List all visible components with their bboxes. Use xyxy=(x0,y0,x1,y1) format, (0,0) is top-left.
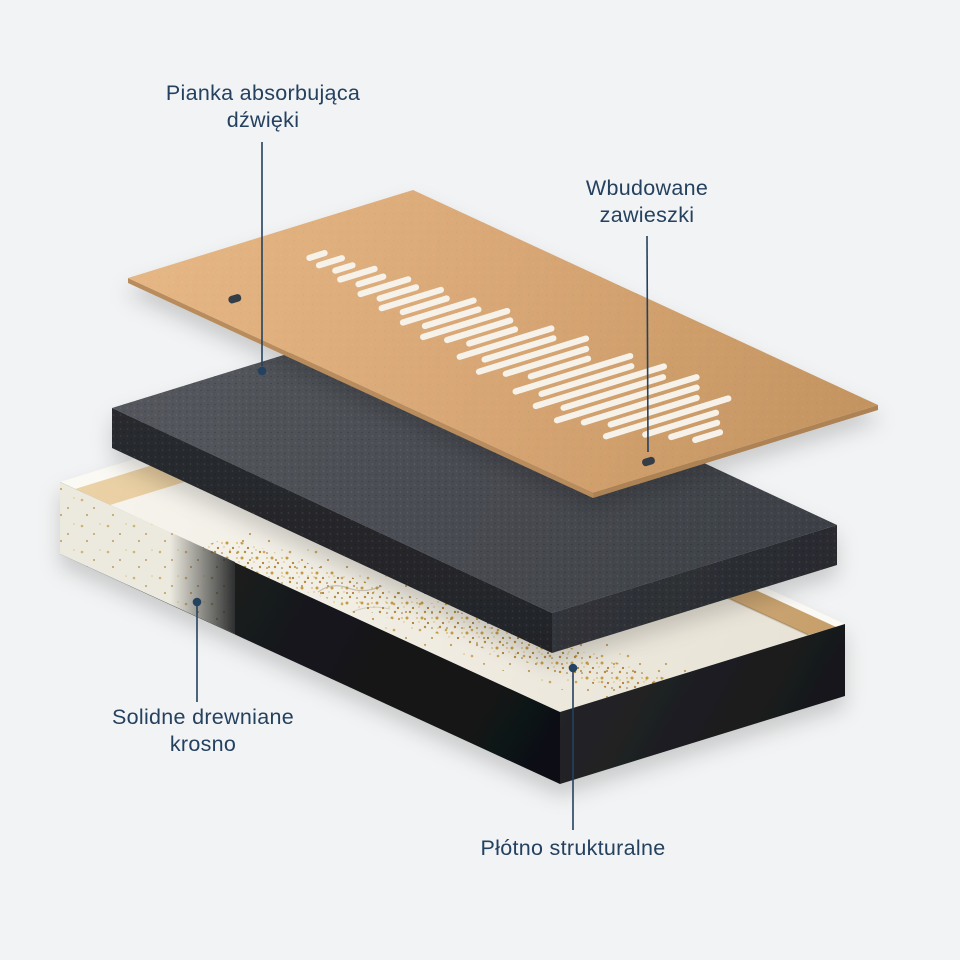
foam-grain-left xyxy=(112,408,552,653)
artwork-stroke xyxy=(317,585,383,593)
soundwave-slot xyxy=(668,419,721,441)
hangers-pointer-line xyxy=(646,235,649,453)
label-foam-line2: dźwięki xyxy=(227,108,300,132)
label-hangers-line2: zawieszki xyxy=(600,203,695,227)
foam-pointer-dot xyxy=(257,366,267,376)
soundwave-slot xyxy=(399,295,450,316)
soundwave-slot xyxy=(315,255,345,269)
soundwave-slot xyxy=(332,262,356,274)
hanger-slot xyxy=(642,456,655,467)
soundwave-slot xyxy=(538,363,635,397)
soundwave-slot xyxy=(481,335,557,363)
soundwave-slot xyxy=(306,250,328,261)
soundwave-slot xyxy=(337,265,378,283)
soundwave-slot xyxy=(378,286,444,312)
soundwave-slot xyxy=(475,335,590,375)
label-foam-line1: Pianka absorbująca xyxy=(166,81,360,105)
soundwave-slot xyxy=(399,297,477,326)
label-canvas-line1: Płótno strukturalne xyxy=(481,836,666,860)
hanger-slots xyxy=(228,294,655,467)
soundwave-slot xyxy=(642,409,720,438)
label-frame-line2: krosno xyxy=(170,732,236,756)
hanger-slot xyxy=(228,294,242,304)
canvas-edge-wrap-fade xyxy=(170,532,235,634)
foam-grain-top xyxy=(112,320,837,613)
soundwave-slot xyxy=(421,306,482,330)
soundwave-slot xyxy=(553,374,700,424)
soundwave-slot xyxy=(444,317,514,344)
label-hangers-line1: Wbudowane xyxy=(586,176,708,200)
soundwave-slot xyxy=(420,307,511,341)
soundwave-slot xyxy=(532,363,668,410)
soundwave-slot xyxy=(512,353,634,395)
artwork-stroke-2 xyxy=(351,606,391,613)
layer-acoustic-foam xyxy=(112,320,837,653)
soundwave-slot xyxy=(502,345,590,377)
callouts: Pianka absorbująca dźwięki Wbudowane zaw… xyxy=(112,81,708,860)
soundwave-slot xyxy=(357,276,412,298)
soundwave-slot xyxy=(602,395,732,440)
gold-glitter-band xyxy=(183,538,668,693)
soundwave-slot xyxy=(607,394,700,428)
board-edge-right xyxy=(593,405,878,498)
soundwave-slot xyxy=(355,273,387,288)
board-edge-left xyxy=(128,278,593,498)
soundwave-slots xyxy=(306,250,732,443)
soundwave-slot xyxy=(560,374,667,411)
soundwave-slot xyxy=(466,326,519,347)
soundwave-slot xyxy=(456,325,555,360)
soundwave-slot xyxy=(376,284,420,302)
soundwave-slot xyxy=(580,384,700,426)
label-frame-line1: Solidne drewniane xyxy=(112,705,294,729)
canvas-side-right xyxy=(560,624,845,784)
soundwave-slot xyxy=(692,429,724,443)
soundwave-slot xyxy=(527,355,592,380)
frame-pointer-dot xyxy=(192,597,202,607)
foam-grain-right xyxy=(552,525,837,653)
canvas-pointer-dot xyxy=(568,663,578,673)
layer-perforated-board xyxy=(128,190,878,498)
